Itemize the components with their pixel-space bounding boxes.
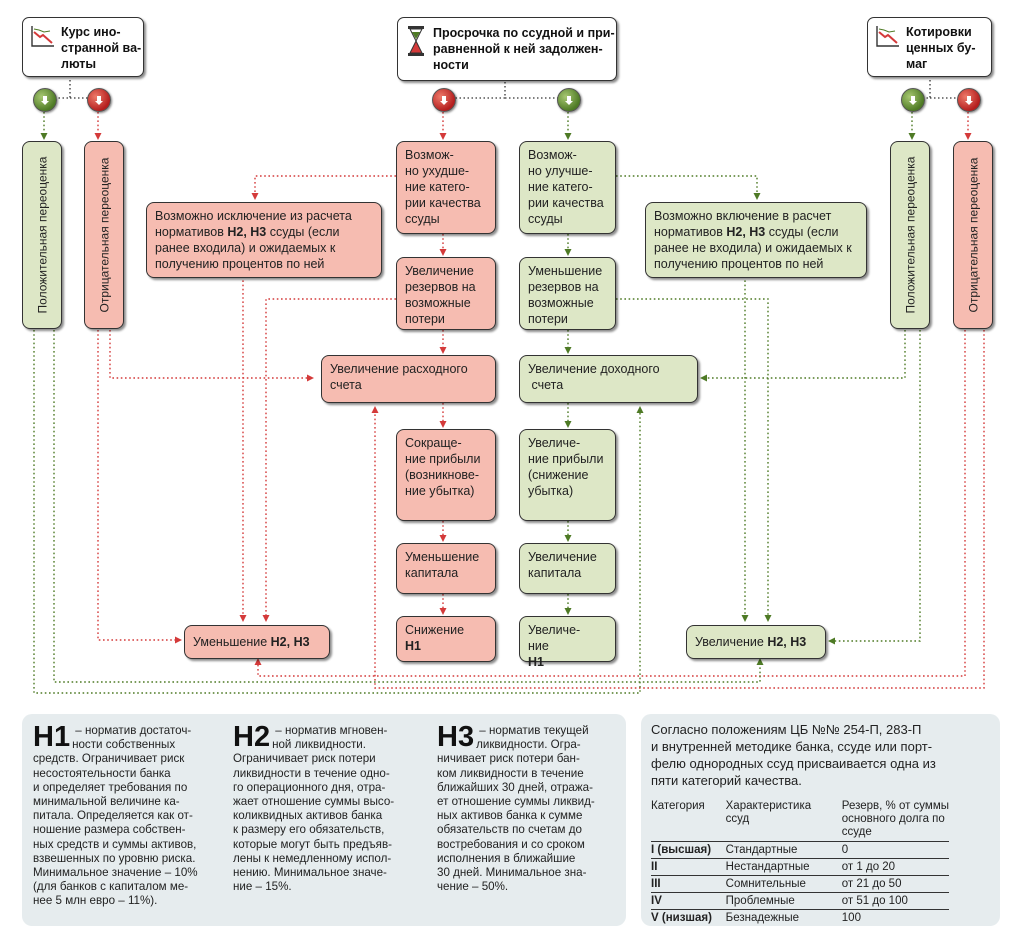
exclusion-box: Возможно исключение из расчета нормативо… bbox=[146, 202, 382, 278]
col-category: Категория bbox=[651, 800, 705, 812]
header-overdue: Просрочка по ссудной и при- равненной к … bbox=[397, 17, 617, 81]
arrow-down-circle-icon bbox=[33, 88, 57, 112]
reserves-increase-box: Увеличение резервов на возможные потери bbox=[396, 257, 496, 330]
header-securities: Котировки ценных бу- маг bbox=[867, 17, 992, 77]
header-overdue-title: Просрочка по ссудной и при- равненной к … bbox=[433, 26, 615, 72]
chart-down-icon bbox=[876, 26, 899, 47]
profit-increase-box: Увеличе- ние прибыли (снижение убытка) bbox=[519, 429, 616, 521]
h2-definition: Н2 – норматив мгновен- ной ликвидности. … bbox=[233, 721, 395, 894]
h1-definition: Н1 – норматив достаточ- ности собственны… bbox=[33, 721, 198, 908]
quality-better-box: Возмож- но улучше- ние катего- рии качес… bbox=[519, 141, 616, 234]
quality-worse-box: Возмож- но ухудше- ние катего- рии качес… bbox=[396, 141, 496, 234]
profit-decrease-box: Сокраще- ние прибыли (возникнове- ние уб… bbox=[396, 429, 496, 521]
arrow-down-circle-icon bbox=[87, 88, 111, 112]
right-positive-revaluation: Положительная переоценка bbox=[890, 141, 930, 329]
right-negative-revaluation: Отрицательная переоценка bbox=[953, 141, 993, 329]
categories-table: Категория Характеристика ссуд Резерв, % … bbox=[651, 800, 949, 926]
header-currency-title: Курс ино- странной ва- люты bbox=[61, 25, 142, 71]
left-positive-revaluation: Положительная переоценка bbox=[22, 141, 62, 329]
categories-intro: Согласно положениям ЦБ №№ 254-П, 283-П и… bbox=[651, 722, 936, 788]
header-currency-rate: Курс ино- странной ва- люты bbox=[22, 17, 144, 77]
arrow-down-circle-icon bbox=[432, 88, 456, 112]
income-increase-box: Увеличение доходного счета bbox=[519, 355, 698, 403]
left-negative-revaluation: Отрицательная переоценка bbox=[84, 141, 124, 329]
arrow-down-circle-icon bbox=[557, 88, 581, 112]
arrow-down-circle-icon bbox=[957, 88, 981, 112]
h2-h3-decrease-box: Уменьшение Н2, Н3 bbox=[184, 625, 330, 659]
header-securities-title: Котировки ценных бу- маг bbox=[906, 25, 976, 71]
inclusion-box: Возможно включение в расчет нормативов Н… bbox=[645, 202, 867, 278]
definitions-panel bbox=[22, 714, 626, 926]
reserves-decrease-box: Уменьшение резервов на возможные потери bbox=[519, 257, 616, 330]
arrow-down-circle-icon bbox=[901, 88, 925, 112]
capital-increase-box: Увеличение капитала bbox=[519, 543, 616, 594]
col-characteristic: Характеристика ссуд bbox=[725, 800, 812, 825]
col-reserve: Резерв, % от суммы основного долга по сс… bbox=[841, 800, 949, 838]
expense-increase-box: Увеличение расходного счета bbox=[321, 355, 496, 403]
h2-h3-increase-box: Увеличение Н2, Н3 bbox=[686, 625, 826, 659]
h3-definition: Н3 – норматив текущей ликвидности. Огра-… bbox=[437, 721, 595, 894]
hourglass-icon bbox=[408, 26, 424, 56]
chart-down-icon bbox=[31, 26, 54, 47]
capital-decrease-box: Уменьшение капитала bbox=[396, 543, 496, 594]
